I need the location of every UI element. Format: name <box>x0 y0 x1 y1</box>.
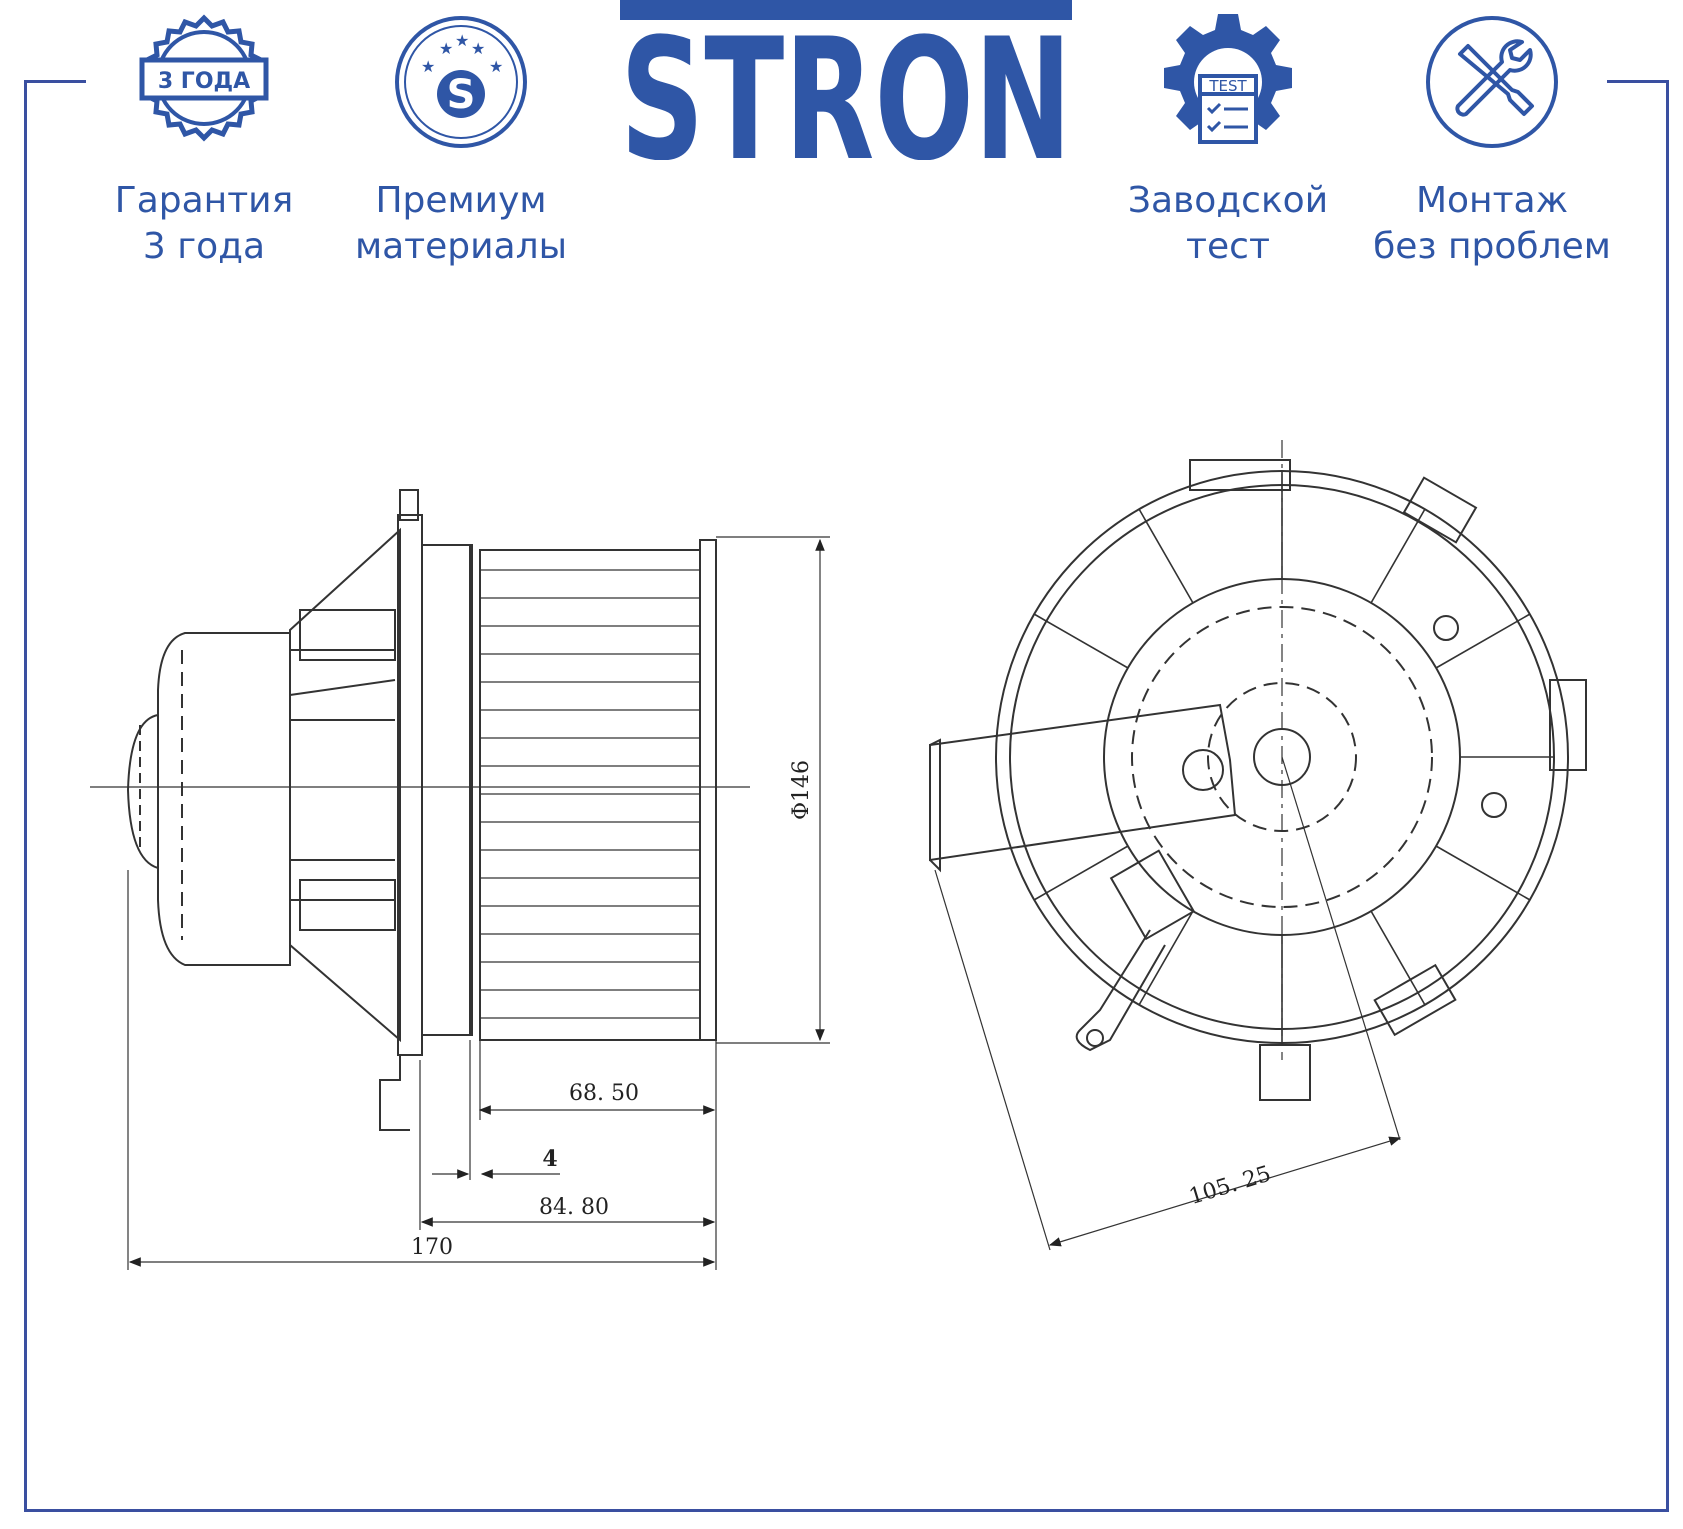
frame-top-left <box>24 80 86 83</box>
gear-test-text: TEST <box>1208 77 1247 95</box>
frame-bottom <box>24 1509 1669 1512</box>
seal-icon: 3 ГОДА <box>134 12 274 152</box>
badge-install-line2: без проблем <box>1373 226 1611 267</box>
dim-170: 170 <box>411 1235 453 1260</box>
badge-premium-line1: Премиум <box>375 180 547 221</box>
badge-warranty-line2: 3 года <box>142 226 266 267</box>
dim-68-50: 68. 50 <box>569 1081 639 1106</box>
badge-premium: S ★★★★★ Премиум материалы <box>331 12 591 270</box>
front-view <box>929 440 1587 1251</box>
dim-84-80: 84. 80 <box>539 1195 609 1220</box>
side-view <box>90 489 830 1270</box>
badge-factory-test-line1: Заводской <box>1127 180 1329 221</box>
dim-4: 4 <box>542 1146 557 1172</box>
frame-left <box>24 80 27 1512</box>
svg-text:★: ★ <box>489 57 503 76</box>
star-s-icon: S ★★★★★ <box>391 12 531 152</box>
badge-warranty-line1: Гарантия <box>114 180 294 221</box>
badge-factory-test: TEST Заводской тест <box>1098 12 1358 270</box>
tools-icon <box>1422 12 1562 152</box>
badge-install-line1: Монтаж <box>1415 180 1569 221</box>
frame-top-right <box>1607 80 1669 83</box>
badge-factory-test-line2: тест <box>1186 226 1270 267</box>
svg-text:★: ★ <box>471 39 485 58</box>
seal-icon-text: 3 ГОДА <box>158 69 250 94</box>
frame-right <box>1666 80 1669 1512</box>
gear-test-icon: TEST <box>1158 12 1298 152</box>
svg-text:★: ★ <box>455 31 469 50</box>
dim-diameter: Φ146 <box>789 760 814 820</box>
badge-install: Монтаж без проблем <box>1362 12 1622 270</box>
badge-premium-line2: материалы <box>354 226 568 267</box>
svg-text:★: ★ <box>439 39 453 58</box>
badge-warranty: 3 ГОДА Гарантия 3 года <box>74 12 334 270</box>
dim-105-25: 105. 25 <box>1186 1162 1274 1210</box>
svg-text:★: ★ <box>421 57 435 76</box>
star-s-letter: S <box>447 72 476 118</box>
